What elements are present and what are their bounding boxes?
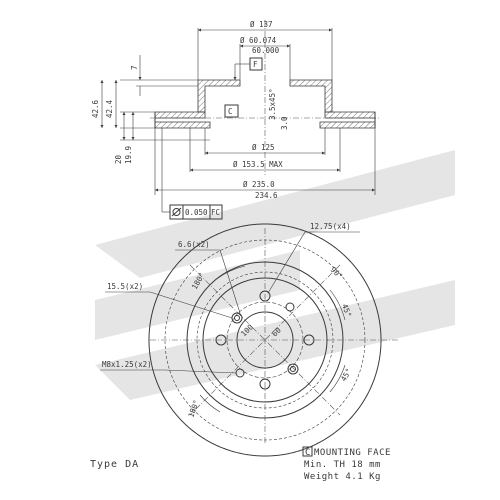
- dim-chamfer: 3.5x45°: [268, 88, 277, 120]
- friction-ring-left-lower: [154, 121, 211, 129]
- bolt-hole: [259, 378, 271, 390]
- weight: Weight 4.1 Kg: [304, 472, 381, 482]
- dim-d234-6: 234.6: [255, 191, 278, 200]
- dim-d60-074: Ø 60.074: [240, 36, 277, 45]
- min-thickness: Min. TH 18 mm: [304, 460, 381, 470]
- dim-depth: 3.0: [280, 116, 289, 130]
- footer: Type DA C MOUNTING FACE Min. TH 18 mm We…: [90, 446, 391, 482]
- hat-wall-right: [289, 79, 333, 113]
- datum-c-box: [224, 104, 239, 118]
- label-angle-180-b: 180°: [186, 399, 201, 419]
- bolt-hole: [259, 290, 271, 302]
- bolt-hole: [303, 334, 315, 346]
- dim-d235-0: Ø 235.0: [243, 180, 275, 189]
- label-bolt-holes: 12.75(x4): [310, 222, 351, 231]
- label-thread: M8x1.25(x2): [102, 360, 152, 369]
- label-hole-6-6: 6.6(x2): [178, 240, 210, 249]
- dim-h7: 7: [130, 65, 139, 70]
- friction-ring-right-lower: [319, 121, 376, 129]
- friction-ring-right: [324, 111, 376, 119]
- mounting-face-label: MOUNTING FACE: [314, 448, 391, 458]
- label-angle-90: 90°: [329, 265, 345, 281]
- label-hole-15-5: 15.5(x2): [107, 282, 143, 291]
- dim-h19-9: 19.9: [124, 146, 133, 164]
- dim-d60-000: 60.000: [252, 46, 280, 55]
- dim-d125: Ø 125: [252, 143, 275, 152]
- tolerance-value: 0.050: [185, 208, 208, 217]
- hat-wall-left: [197, 79, 241, 113]
- mounting-face-box: [302, 446, 313, 457]
- bolt-hole: [215, 334, 227, 346]
- tolerance-frame: [169, 204, 223, 220]
- dim-d153-5: Ø 153.5 MAX: [233, 160, 283, 169]
- type-label: Type DA: [90, 459, 139, 470]
- dim-h20: 20: [114, 154, 123, 164]
- dim-d137: Ø 137: [250, 20, 273, 29]
- datum-f: F: [253, 60, 258, 69]
- tolerance-ref: FC: [211, 208, 220, 217]
- dim-h42-4: 42.4: [105, 99, 114, 118]
- mounting-face-c: C: [305, 448, 311, 458]
- dim-h42-6: 42.6: [91, 99, 100, 118]
- section-view: Ø 137 Ø 60.074 60.000 F C 3.5x45° 3.0 42…: [91, 20, 380, 220]
- friction-ring-left: [154, 111, 206, 119]
- datum-c: C: [228, 107, 233, 116]
- locating-hole: [287, 363, 299, 375]
